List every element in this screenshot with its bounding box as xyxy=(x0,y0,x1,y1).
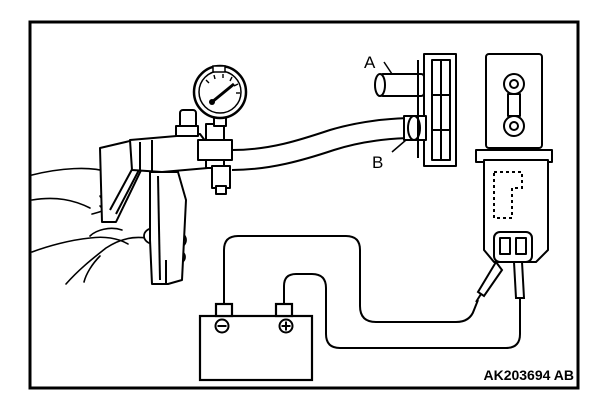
battery-terminal-symbols xyxy=(214,318,294,334)
figure-code: AK203694 AB xyxy=(483,367,574,383)
vacuum-pump xyxy=(99,109,233,285)
battery xyxy=(198,302,314,382)
test-probe-right xyxy=(512,261,526,306)
gauge-needle xyxy=(211,82,235,104)
valve-connector xyxy=(493,231,533,263)
label-b-leader xyxy=(391,139,407,153)
vacuum-hose xyxy=(231,117,415,171)
test-probe-left xyxy=(475,260,504,303)
wires xyxy=(223,235,521,349)
valve-marking xyxy=(493,171,523,219)
figure-frame xyxy=(28,20,580,390)
solenoid-valve xyxy=(475,53,553,263)
label-a: A xyxy=(364,53,376,72)
label-a-leader xyxy=(383,61,393,75)
solenoid-valve-body xyxy=(374,53,457,167)
vacuum-gauge xyxy=(192,64,248,120)
label-b: B xyxy=(372,153,383,172)
